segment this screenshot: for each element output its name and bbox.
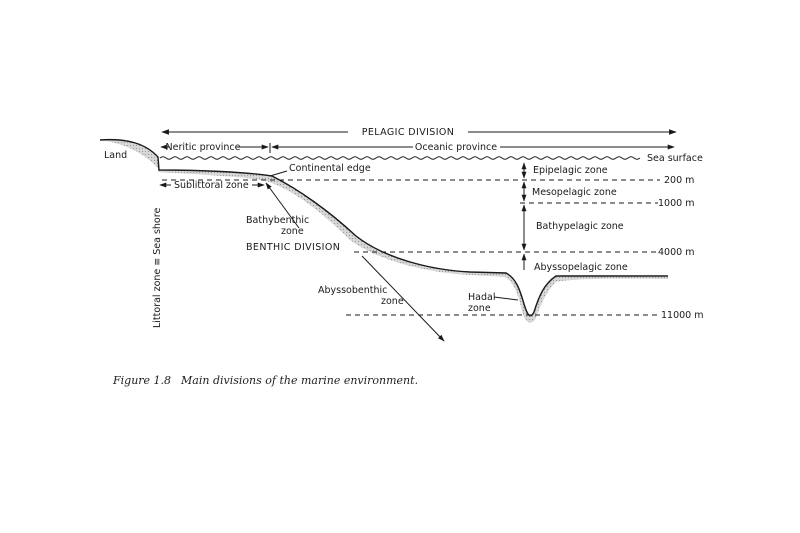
figure-caption-label: Figure 1.8 [113,374,172,387]
depth-label-11000: 11000 m [661,310,704,321]
neritic-province-arrow: Neritic province [160,142,269,153]
depth-line-11000: 11000 m [346,310,704,321]
continental-edge-pointer [269,170,288,177]
bathybenthic-label-line1: Bathybenthic [246,215,309,226]
depth-line-200: 200 m [162,175,694,186]
oceanic-province-label: Oceanic province [415,142,497,153]
pelagic-division-arrow: PELAGIC DIVISION [161,127,677,138]
figure-caption-text: Main divisions of the marine environment… [181,374,419,387]
sea-surface-line [159,156,641,160]
sublittoral-zone-arrow: Sublittoral zone [159,180,265,191]
land-label: Land [104,150,127,161]
oceanic-province-arrow: Oceanic province [271,142,675,153]
sea-surface-label: Sea surface [647,153,703,164]
bathybenthic-label-line2: zone [281,226,304,237]
seafloor-sediment [100,139,668,323]
sublittoral-zone-label: Sublittoral zone [174,180,249,191]
neritic-province-label: Neritic province [166,142,241,153]
depth-label-200: 200 m [664,175,694,186]
depth-line-4000: 4000 m [354,247,694,258]
bathypelagic-zone-label: Bathypelagic zone [536,221,624,232]
depth-label-1000: 1000 m [658,198,694,209]
mesopelagic-zone-label: Mesopelagic zone [532,187,617,198]
pelagic-division-label: PELAGIC DIVISION [362,127,455,138]
depth-line-1000: 1000 m [520,198,694,209]
hadal-pointer [493,296,519,301]
hadal-label-line2: zone [468,303,491,314]
littoral-zone-label: Littoral zone ≡ Sea shore [152,208,163,328]
seafloor-profile [99,138,668,317]
hadal-label-line1: Hadal [468,292,495,303]
depth-label-4000: 4000 m [658,247,694,258]
epipelagic-zone-label: Epipelagic zone [533,165,608,176]
figure-caption: Figure 1.8 Main divisions of the marine e… [113,374,418,387]
continental-edge-label: Continental edge [289,163,371,174]
benthic-division-label: BENTHIC DIVISION [246,242,340,253]
benthic-division-arrow [265,182,445,342]
abyssopelagic-zone-label: Abyssopelagic zone [534,262,628,273]
abyssobenthic-label-line2: zone [381,296,404,307]
abyssobenthic-label-line1: Abyssobenthic [318,285,387,296]
